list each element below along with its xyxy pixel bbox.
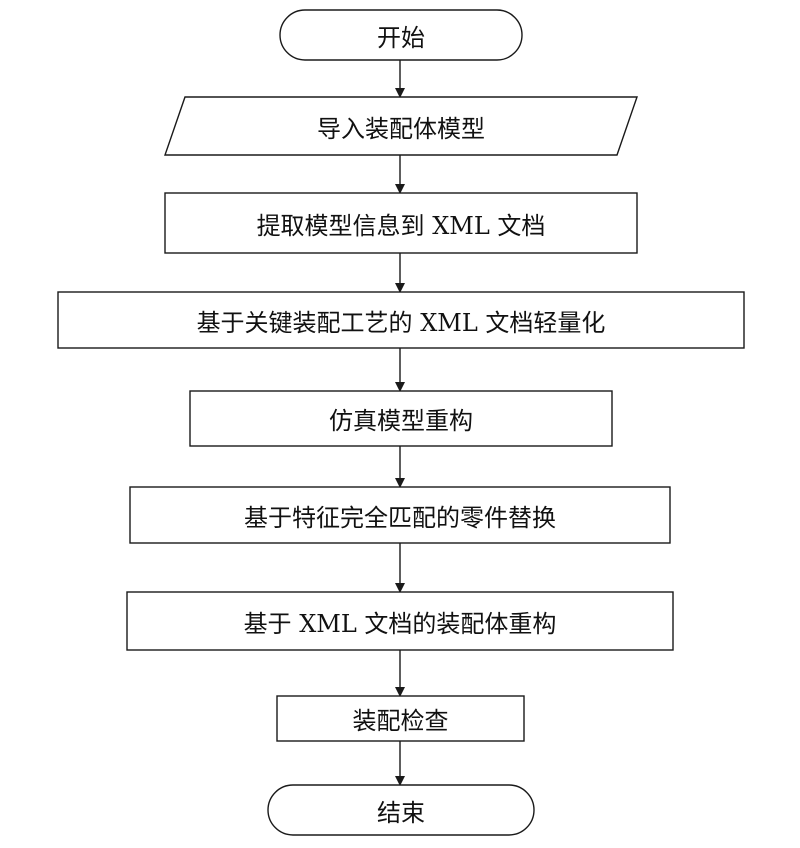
assembly-label: 基于 XML 文档的装配体重构 — [243, 609, 557, 638]
lightweight-label: 基于关键装配工艺的 XML 文档轻量化 — [196, 308, 606, 337]
rebuild-node — [189, 390, 613, 447]
end-label: 结束 — [377, 798, 425, 827]
assembly-node — [126, 591, 674, 651]
extract-label: 提取模型信息到 XML 文档 — [256, 211, 546, 240]
end-node — [267, 784, 535, 836]
start-label: 开始 — [377, 23, 425, 52]
rebuild-label: 仿真模型重构 — [329, 407, 473, 435]
check-node — [276, 695, 525, 742]
import-node — [164, 96, 638, 156]
import-label: 导入装配体模型 — [317, 114, 485, 143]
replace-node — [129, 486, 671, 544]
extract-node — [164, 192, 638, 254]
replace-label: 基于特征完全匹配的零件替换 — [244, 503, 556, 532]
check-label: 装配检查 — [352, 707, 449, 735]
lightweight-node — [57, 291, 745, 349]
start-node — [279, 9, 523, 61]
